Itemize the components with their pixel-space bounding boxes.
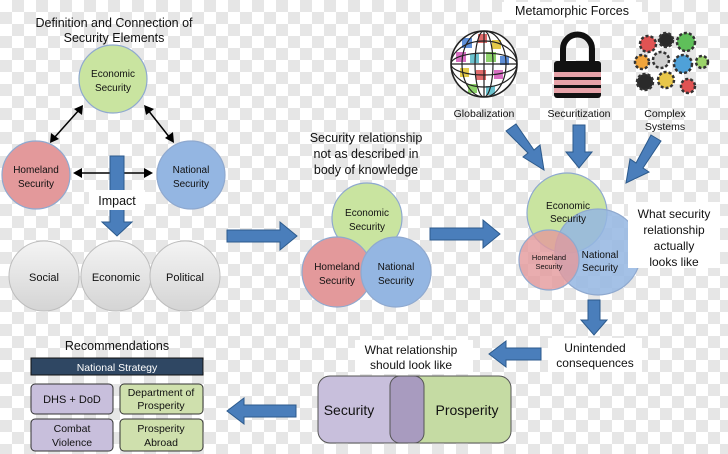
section1-title-line1: Definition and Connection of	[35, 16, 193, 30]
actual-caption-4: looks like	[649, 255, 699, 269]
complex-systems-label-2: Systems	[645, 121, 685, 133]
homeland-security-label-2: Security	[18, 179, 54, 190]
section2-title-line3: body of knowledge	[314, 163, 418, 177]
impact-label-bg	[89, 190, 145, 210]
recommendations-title: Recommendations	[65, 339, 169, 353]
economic-security-circle-2: Economic Security	[331, 182, 403, 254]
economic-security-label-1: Economic	[91, 69, 135, 80]
homeland-security-circle-2: Homeland Security	[301, 236, 373, 308]
impact-label: Impact	[98, 194, 136, 208]
unintended-label-2: consequences	[556, 356, 633, 370]
homeland-security-label-2-1: Homeland	[314, 262, 360, 273]
flow-arrow-left-2	[226, 396, 297, 426]
dhs-dod-box	[30, 383, 114, 415]
forces-title-bg	[502, 2, 642, 20]
globalization-arrow	[505, 123, 545, 172]
actual-caption-2: relationship	[643, 223, 705, 237]
globe-icon	[450, 30, 518, 98]
economic-security-label-2: Security	[95, 83, 131, 94]
homeland-security-circle-3	[518, 229, 580, 291]
national-strategy-box	[30, 357, 204, 376]
gears-icon	[633, 31, 710, 95]
recommendations-section: Recommendations National Strategy DHS + …	[30, 339, 204, 452]
homeland-security-label-2-2: Security	[319, 276, 355, 287]
section1-title-line2: Security Elements	[64, 31, 165, 45]
combat-violence-label-1: Combat	[54, 423, 91, 435]
unintended-bg	[548, 338, 642, 372]
actual-caption-3: actually	[654, 239, 695, 253]
padlock-icon	[554, 31, 601, 98]
economic-impact-label: Economic	[92, 272, 141, 284]
economic-security-label-2-1: Economic	[345, 208, 389, 219]
homeland-security-label-3-2: Security	[535, 262, 562, 271]
prosperity-abroad-box	[119, 418, 204, 452]
prosperity-label: Prosperity	[435, 402, 498, 418]
national-security-label-2-2: Security	[378, 276, 414, 287]
political-impact-circle: Political	[149, 240, 221, 312]
economic-security-label-3-1: Economic	[546, 201, 590, 212]
economic-security-circle: Economic Security	[78, 44, 148, 114]
unintended-label-1: Unintended	[564, 341, 625, 355]
homeland-security-label-3-1: Homeland	[532, 253, 566, 262]
actual-caption-bg	[628, 202, 720, 268]
social-label: Social	[29, 272, 59, 284]
globalization-label: Globalization	[454, 108, 515, 120]
national-security-circle-2: National Security	[360, 236, 432, 308]
security-label: Security	[324, 402, 375, 418]
prosperity-abroad-label-1: Prosperity	[137, 423, 185, 435]
ideal-title-1: What relationship	[365, 343, 458, 357]
prosperity-abroad-label-2: Abroad	[144, 437, 178, 449]
social-impact-circle: Social	[8, 240, 80, 312]
political-label: Political	[166, 272, 204, 284]
homeland-security-circle: Homeland Security	[1, 140, 71, 210]
national-security-label-1: National	[173, 165, 210, 176]
definition-section: Definition and Connection of Security El…	[1, 16, 226, 312]
force-arrows	[505, 123, 662, 184]
department-label-1: Department of	[128, 387, 195, 399]
section2-title-line1: Security relationship	[310, 131, 423, 145]
complex-systems-label-1: Complex	[644, 108, 686, 120]
national-security-label-3-1: National	[582, 250, 619, 261]
national-security-label-2-1: National	[378, 262, 415, 273]
described-relationship-section: Security relationship not as described i…	[301, 131, 432, 308]
national-security-label-2: Security	[173, 179, 209, 190]
department-label-2: Prosperity	[137, 400, 185, 412]
ideal-relationship-section: What relationship should look like Secur…	[317, 340, 512, 444]
national-security-label-3-2: Security	[582, 263, 618, 274]
metamorphic-forces-section: Metamorphic Forces	[450, 2, 720, 372]
forces-title: Metamorphic Forces	[515, 4, 629, 18]
economic-security-label-3-2: Security	[550, 214, 586, 225]
securitization-label: Securitization	[547, 108, 610, 120]
flow-arrow-left-1	[488, 339, 542, 369]
overlap-box	[389, 375, 425, 444]
flow-arrow-right-2	[429, 218, 501, 250]
complex-systems-arrow	[625, 134, 662, 184]
national-security-circle: National Security	[156, 140, 226, 210]
flow-arrow-right-1	[226, 220, 298, 252]
national-strategy-label: National Strategy	[77, 362, 158, 374]
securitization-arrow	[564, 124, 594, 169]
economic-impact-circle: Economic	[80, 240, 152, 312]
dhs-dod-label: DHS + DoD	[43, 394, 101, 406]
actual-relationship-circles: Economic Security Homeland Security Nati…	[518, 172, 642, 296]
ideal-title-bg	[355, 340, 473, 374]
ideal-title-2: should look like	[370, 358, 452, 372]
homeland-security-label-1: Homeland	[13, 165, 59, 176]
actual-caption-1: What security	[638, 207, 711, 221]
unintended-down-arrow	[579, 299, 609, 336]
department-of-prosperity-box	[119, 383, 204, 415]
combat-violence-box	[30, 418, 114, 452]
section2-title-line2: not as described in	[314, 147, 419, 161]
economic-security-label-2-2: Security	[349, 222, 385, 233]
combat-violence-label-2: Violence	[52, 437, 92, 449]
